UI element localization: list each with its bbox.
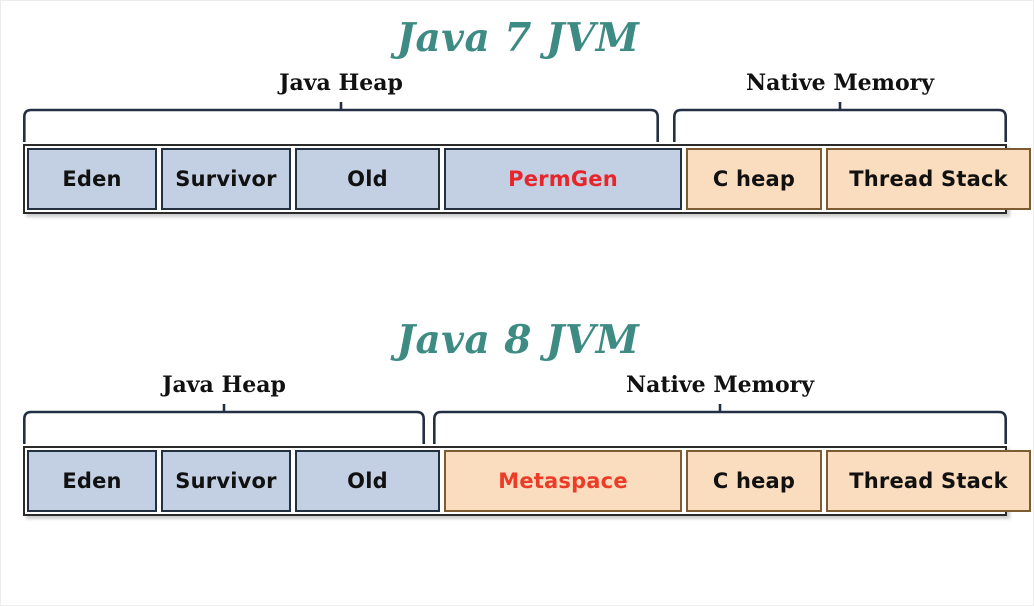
memory-region-old: Old bbox=[295, 450, 440, 512]
memory-region-label: Thread Stack bbox=[849, 167, 1008, 191]
group-java-heap-java8: Java Heap bbox=[23, 372, 425, 446]
group-label-java-heap: Java Heap bbox=[162, 372, 286, 398]
brace-icon bbox=[433, 404, 1007, 444]
memory-region-label: Eden bbox=[62, 167, 122, 191]
page-title-java8: Java 8 JVM bbox=[396, 317, 640, 363]
memory-region-permgen: PermGen bbox=[444, 148, 682, 210]
group-brace-row-java8: Java Heap Native Memory bbox=[1, 372, 1034, 446]
group-brace-row-java7: Java Heap Native Memory bbox=[1, 70, 1034, 144]
group-native-memory-java7: Native Memory bbox=[673, 70, 1007, 144]
memory-region-c-heap: C heap bbox=[686, 450, 822, 512]
memory-region-c-heap: C heap bbox=[686, 148, 822, 210]
memory-region-label: Survivor bbox=[175, 469, 277, 493]
memory-region-label: C heap bbox=[712, 167, 796, 191]
group-label-java-heap: Java Heap bbox=[279, 70, 403, 96]
group-label-native-memory: Native Memory bbox=[746, 70, 934, 96]
memory-region-label: Thread Stack bbox=[849, 469, 1008, 493]
memory-region-label: Eden bbox=[62, 469, 122, 493]
brace-icon bbox=[673, 102, 1007, 142]
memory-region-survivor: Survivor bbox=[161, 450, 291, 512]
memory-region-label: C heap bbox=[712, 469, 796, 493]
memory-region-label: Survivor bbox=[175, 167, 277, 191]
memory-region-old: Old bbox=[295, 148, 440, 210]
memory-bar-java8: Eden Survivor Old Metaspace C heap Thread Sta… bbox=[23, 446, 1031, 516]
brace-icon bbox=[23, 102, 659, 142]
memory-region-label: PermGen bbox=[508, 167, 618, 191]
memory-region-label: Metaspace bbox=[498, 469, 628, 493]
group-native-memory-java8: Native Memory bbox=[433, 372, 1007, 446]
memory-region-label: Old bbox=[347, 167, 388, 191]
memory-region-thread-stack: Thread Stack bbox=[826, 450, 1031, 512]
memory-region-eden: Eden bbox=[27, 148, 157, 210]
memory-region-eden: Eden bbox=[27, 450, 157, 512]
page-title-java7: Java 7 JVM bbox=[396, 15, 640, 61]
brace-icon bbox=[23, 404, 425, 444]
memory-bar-java7: Eden Survivor Old PermGen C heap Thread Stack bbox=[23, 144, 1031, 214]
memory-region-survivor: Survivor bbox=[161, 148, 291, 210]
memory-region-metaspace: Metaspace bbox=[444, 450, 682, 512]
memory-region-label: Old bbox=[347, 469, 388, 493]
memory-region-thread-stack: Thread Stack bbox=[826, 148, 1031, 210]
group-label-native-memory: Native Memory bbox=[626, 372, 814, 398]
group-java-heap-java7: Java Heap bbox=[23, 70, 659, 144]
